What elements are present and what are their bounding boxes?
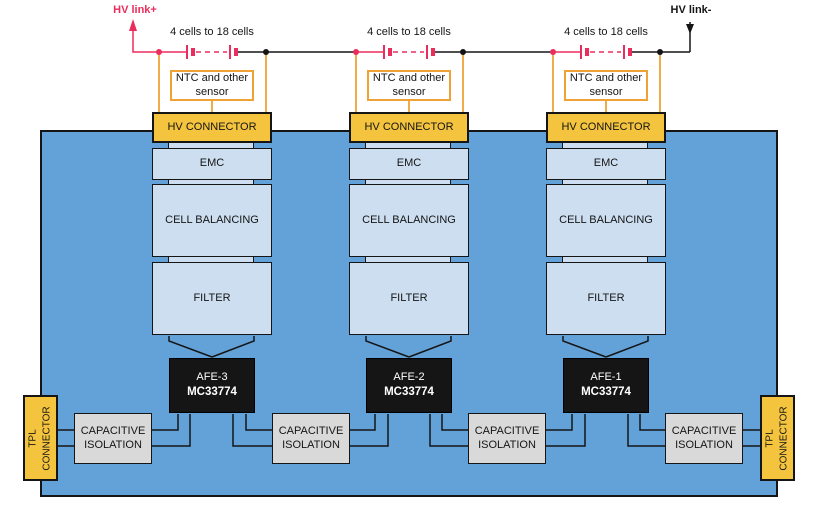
- afe-name: AFE-1: [590, 371, 622, 384]
- capacitive-isolation-box: CAPACITIVE ISOLATION: [468, 413, 546, 464]
- capacitive-isolation-box: CAPACITIVE ISOLATION: [272, 413, 350, 464]
- isolation-label: ISOLATION: [675, 438, 733, 451]
- ntc-label: NTC and other: [372, 71, 446, 84]
- afe-part-number: MC33774: [384, 386, 434, 399]
- afe-chip-box: AFE-1 MC33774: [563, 358, 649, 413]
- cells-range-label: 4 cells to 18 cells: [367, 26, 451, 38]
- connector-tab: [168, 254, 254, 264]
- tpl-label: CONNECTOR: [778, 405, 790, 471]
- connector-tab: [365, 177, 451, 186]
- ntc-sensor-box: NTC and other sensor: [564, 70, 648, 101]
- connector-tab: [562, 141, 648, 150]
- afe-part-number: MC33774: [187, 386, 237, 399]
- capacitive-isolation-box: CAPACITIVE ISOLATION: [74, 413, 152, 464]
- afe-chip-box: AFE-2 MC33774: [366, 358, 452, 413]
- ntc-label: sensor: [392, 85, 426, 98]
- hv-connector-box: HV CONNECTOR: [349, 112, 469, 143]
- isolation-label: ISOLATION: [84, 438, 142, 451]
- connector-tab: [168, 177, 254, 186]
- cells-range-label: 4 cells to 18 cells: [170, 26, 254, 38]
- ntc-label: NTC and other: [569, 71, 643, 84]
- connector-tab: [562, 177, 648, 186]
- ntc-label: NTC and other: [175, 71, 249, 84]
- hv-link-minus-label: HV link-: [670, 4, 712, 16]
- tpl-label: TPL: [765, 428, 777, 448]
- emc-box: EMC: [152, 148, 272, 180]
- tpl-connector-left: TPL CONNECTOR: [23, 395, 58, 481]
- afe-name: AFE-2: [393, 371, 425, 384]
- ntc-label: sensor: [589, 85, 623, 98]
- afe-name: AFE-3: [196, 371, 228, 384]
- isolation-label: CAPACITIVE: [278, 424, 344, 437]
- cell-balancing-box: CELL BALANCING: [152, 184, 272, 257]
- capacitive-isolation-box: CAPACITIVE ISOLATION: [665, 413, 743, 464]
- cell-balancing-box: CELL BALANCING: [546, 184, 666, 257]
- isolation-label: ISOLATION: [478, 438, 536, 451]
- emc-box: EMC: [349, 148, 469, 180]
- hv-link-minus-arrow: [686, 24, 694, 34]
- hv-link-plus-arrow: [129, 19, 137, 31]
- connector-tab: [168, 141, 254, 150]
- filter-box: FILTER: [546, 262, 666, 335]
- hv-connector-box: HV CONNECTOR: [152, 112, 272, 143]
- tpl-connector-right: TPL CONNECTOR: [760, 395, 795, 481]
- ntc-label: sensor: [195, 85, 229, 98]
- hv-link-plus-label: HV link+: [113, 4, 157, 16]
- isolation-label: CAPACITIVE: [80, 424, 146, 437]
- tpl-label: CONNECTOR: [41, 405, 53, 471]
- connector-tab: [365, 254, 451, 264]
- connector-tab: [562, 254, 648, 264]
- isolation-label: ISOLATION: [282, 438, 340, 451]
- cells-range-label: 4 cells to 18 cells: [564, 26, 648, 38]
- isolation-label: CAPACITIVE: [671, 424, 737, 437]
- afe-chip-box: AFE-3 MC33774: [169, 358, 255, 413]
- ntc-sensor-box: NTC and other sensor: [367, 70, 451, 101]
- connector-tab: [365, 141, 451, 150]
- battery-cells-group-1: [186, 45, 238, 59]
- filter-box: FILTER: [349, 262, 469, 335]
- cell-balancing-box: CELL BALANCING: [349, 184, 469, 257]
- battery-cells-group-2: [383, 45, 435, 59]
- battery-cells-group-3: [580, 45, 632, 59]
- junction-dots: [156, 49, 663, 55]
- isolation-label: CAPACITIVE: [474, 424, 540, 437]
- emc-box: EMC: [546, 148, 666, 180]
- hv-connector-box: HV CONNECTOR: [546, 112, 666, 143]
- tpl-label: TPL: [28, 428, 40, 448]
- filter-box: FILTER: [152, 262, 272, 335]
- afe-part-number: MC33774: [581, 386, 631, 399]
- ntc-sensor-box: NTC and other sensor: [170, 70, 254, 101]
